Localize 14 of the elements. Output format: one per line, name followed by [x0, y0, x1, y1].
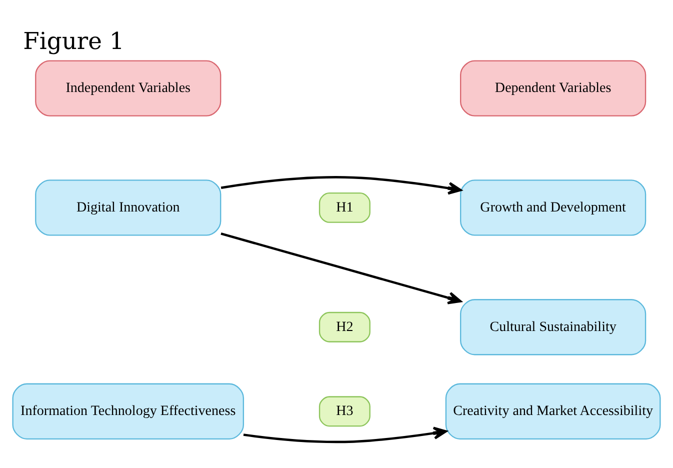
node-box: Information Technology Effectiveness	[12, 383, 244, 440]
node-box: Independent Variables	[35, 60, 222, 116]
diagram-title: Figure 1	[23, 27, 124, 56]
arrow	[220, 232, 462, 304]
node-box: H2	[318, 312, 370, 342]
node-box: Growth and Development	[460, 180, 646, 236]
arrow	[243, 426, 448, 444]
node-box: Creativity and Market Accessibility	[445, 383, 661, 440]
node-box: Cultural Sustainability	[460, 299, 646, 356]
node-box: H1	[318, 192, 370, 223]
node-box: H3	[318, 396, 370, 427]
node-box: Dependent Variables	[460, 60, 646, 116]
arrow	[220, 176, 462, 195]
node-box: Digital Innovation	[35, 180, 222, 236]
